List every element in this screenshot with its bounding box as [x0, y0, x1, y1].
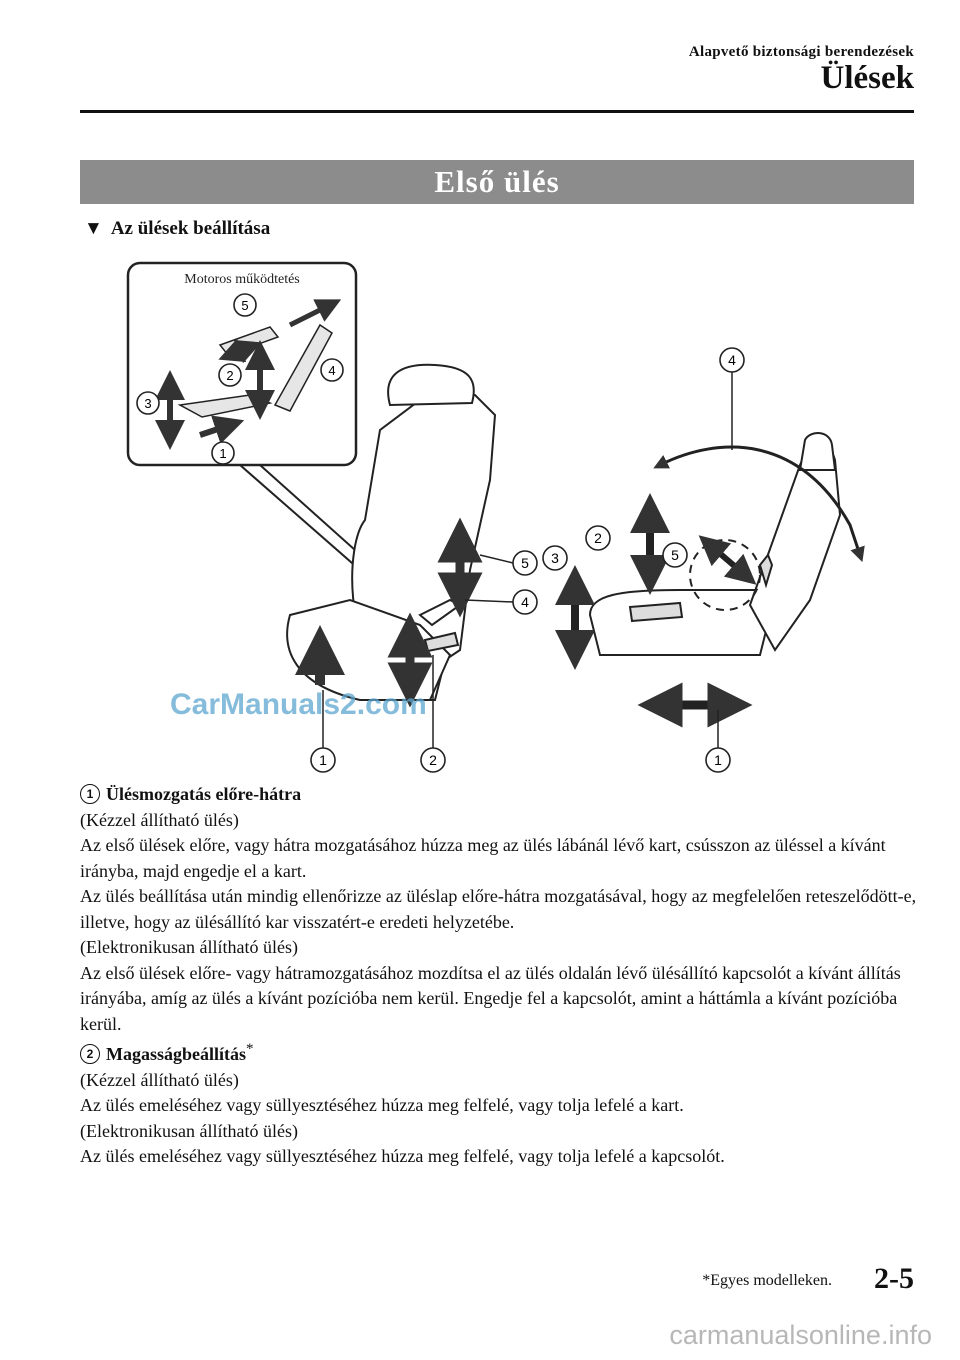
inset-callout-4-label: 4 — [328, 363, 335, 378]
callout-1a-label: 1 — [319, 752, 327, 768]
item-2-line: Az ülés emeléséhez vagy süllyesztéséhez … — [80, 1095, 684, 1115]
section-banner: Első ülés — [80, 160, 914, 204]
item-2-star: * — [246, 1041, 254, 1057]
inset-callout-2-label: 2 — [226, 368, 233, 383]
callout-2a-label: 2 — [429, 752, 437, 768]
inset-callout-3: 3 — [136, 391, 160, 415]
callout-4a-label: 4 — [521, 594, 529, 610]
callout-4b: 4 — [719, 347, 745, 450]
item-2-line: (Elektronikusan állítható ülés) — [80, 1120, 298, 1141]
callout-1b: 1 — [705, 710, 731, 773]
item-1-line: Az ülés beállítása után mindig ellenőriz… — [80, 886, 917, 932]
page-number: 2-5 — [874, 1262, 914, 1295]
callout-3: 3 — [542, 545, 568, 571]
inset-box: Motoros működtetés — [126, 261, 358, 467]
inset-callout-3-label: 3 — [144, 396, 151, 411]
watermark: CarManuals2.com — [170, 688, 427, 721]
inset-callout-4: 4 — [320, 358, 344, 382]
subsection-heading: ▼ Az ülések beállítása — [84, 218, 270, 240]
seat-side-view — [588, 432, 842, 656]
inset-callout-5-label: 5 — [241, 298, 248, 313]
callout-5a-label: 5 — [521, 555, 529, 571]
header-rule — [80, 110, 914, 113]
header-subtitle: Alapvető biztonsági berendezések — [688, 44, 914, 60]
item-1-title: Ülésmozgatás előre-hátra — [106, 784, 302, 804]
inset-callout-1: 1 — [211, 441, 235, 465]
inset-callout-2: 2 — [218, 363, 242, 387]
subsection-title: Az ülések beállítása — [110, 218, 271, 239]
item-1-number: 1 — [80, 784, 100, 804]
inset-callout-5: 5 — [233, 293, 257, 317]
triangle-marker-icon: ▼ — [84, 218, 103, 239]
header-title: Ülések — [820, 60, 915, 96]
item-2-line: (Kézzel állítható ülés) — [80, 1069, 239, 1090]
callout-4b-label: 4 — [728, 352, 736, 368]
callout-1b-label: 1 — [714, 752, 722, 768]
item-1-line: Az első ülések előre- vagy hátramozgatás… — [80, 962, 901, 1034]
callout-2a: 2 — [420, 655, 446, 773]
callout-5a: 5 — [479, 550, 538, 576]
callout-5b-label: 5 — [671, 547, 679, 563]
body-text: 1 Ülésmozgatás előre-hátra (Kézzel állíth… — [80, 782, 920, 1170]
seat-adjustment-illustration: Motoros működtetés 1 — [126, 261, 865, 773]
item-2-line: Az ülés emeléséhez vagy süllyesztéséhez … — [80, 1146, 725, 1166]
inset-caption: Motoros működtetés — [184, 272, 300, 287]
callout-2b: 2 — [585, 525, 611, 551]
footnote: *Egyes modelleken. — [702, 1272, 832, 1289]
item-1-heading: 1 Ülésmozgatás előre-hátra — [80, 782, 920, 808]
callout-2b-label: 2 — [594, 530, 602, 546]
site-watermark: carmanualsonline.info — [669, 1320, 932, 1350]
item-2-title: Magasságbeállítás — [106, 1044, 247, 1064]
item-1-line: (Kézzel állítható ülés) — [80, 809, 239, 830]
item-1-line: Az első ülések előre, vagy hátra mozgatá… — [80, 835, 886, 881]
item-2-number: 2 — [80, 1044, 100, 1064]
inset-callout-1-label: 1 — [219, 446, 226, 461]
callout-1a: 1 — [310, 690, 336, 773]
callout-3-label: 3 — [551, 550, 559, 566]
item-1-line: (Elektronikusan állítható ülés) — [80, 937, 298, 957]
callout-4a: 4 — [464, 589, 538, 615]
item-2-heading: 2 Magasságbeállítás* — [80, 1037, 920, 1068]
callout-5b: 5 — [662, 542, 688, 568]
